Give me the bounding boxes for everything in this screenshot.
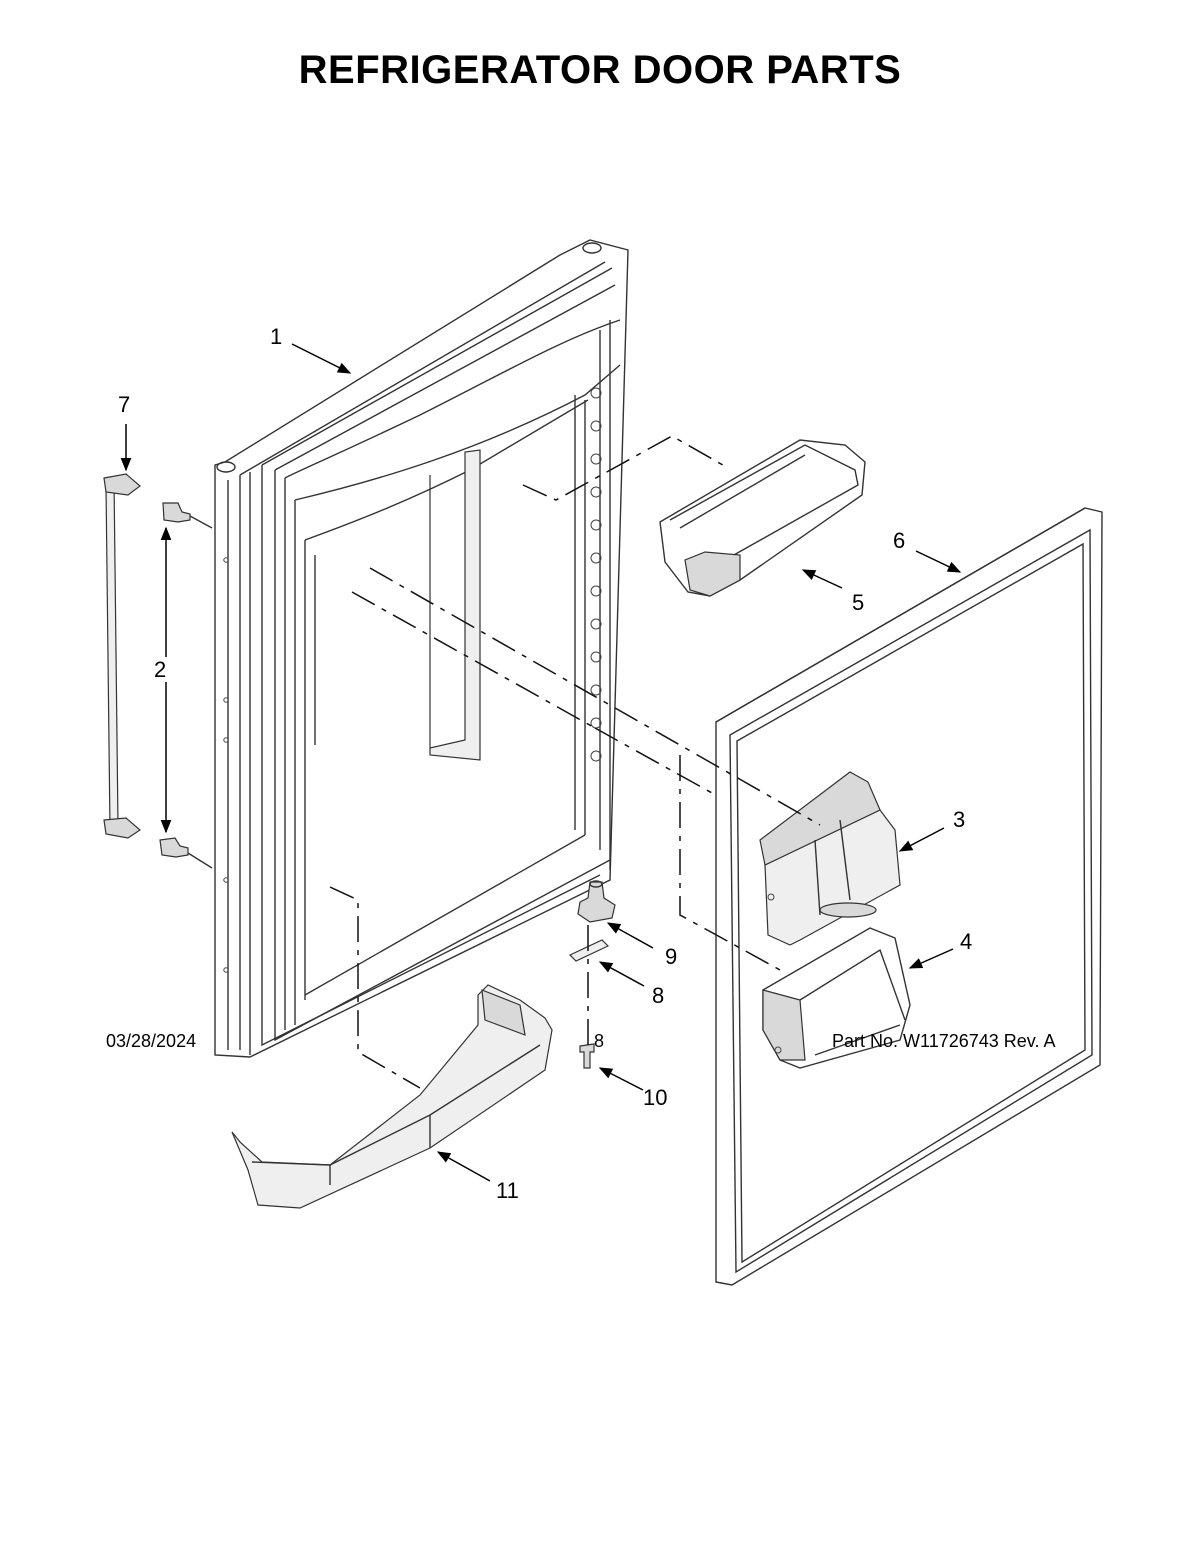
callout-4: 4 (960, 929, 972, 954)
callout-3: 3 (953, 807, 965, 832)
cam-bracket-part (568, 939, 610, 962)
callout-1: 1 (270, 324, 282, 349)
callout-10: 10 (643, 1085, 667, 1110)
callout-11: 11 (496, 1178, 519, 1203)
callout-8: 8 (652, 983, 664, 1008)
footer-date: 03/28/2024 (106, 1031, 197, 1051)
covered-door-bin-part (759, 771, 901, 946)
hinge-screw-part (579, 1043, 595, 1069)
assembly-lines (329, 435, 821, 1089)
handle-stud-top (162, 502, 191, 523)
door-frame-part (214, 239, 629, 1058)
callout-7: 7 (118, 392, 130, 417)
stud-bottom-leader (187, 852, 213, 869)
door-closer-cam-part (577, 880, 616, 923)
page-title: REFRIGERATOR DOOR PARTS (298, 48, 902, 92)
callout-arrows (120, 343, 962, 1182)
stud-top-leader (189, 515, 213, 529)
lower-door-bin-part (762, 927, 911, 1069)
door-liner-panel-part (715, 507, 1103, 1286)
callout-5: 5 (852, 590, 864, 615)
upper-door-bin-part (659, 439, 866, 597)
callout-2: 2 (154, 657, 166, 682)
bottom-trim-part (231, 984, 553, 1209)
footer-part-number: Part No. W11726743 Rev. A (832, 1031, 1056, 1051)
door-handle-part (103, 473, 141, 839)
callout-6: 6 (893, 528, 905, 553)
handle-stud-bottom (159, 837, 189, 858)
callout-9: 9 (665, 944, 677, 969)
footer-page-number: 8 (594, 1031, 605, 1051)
